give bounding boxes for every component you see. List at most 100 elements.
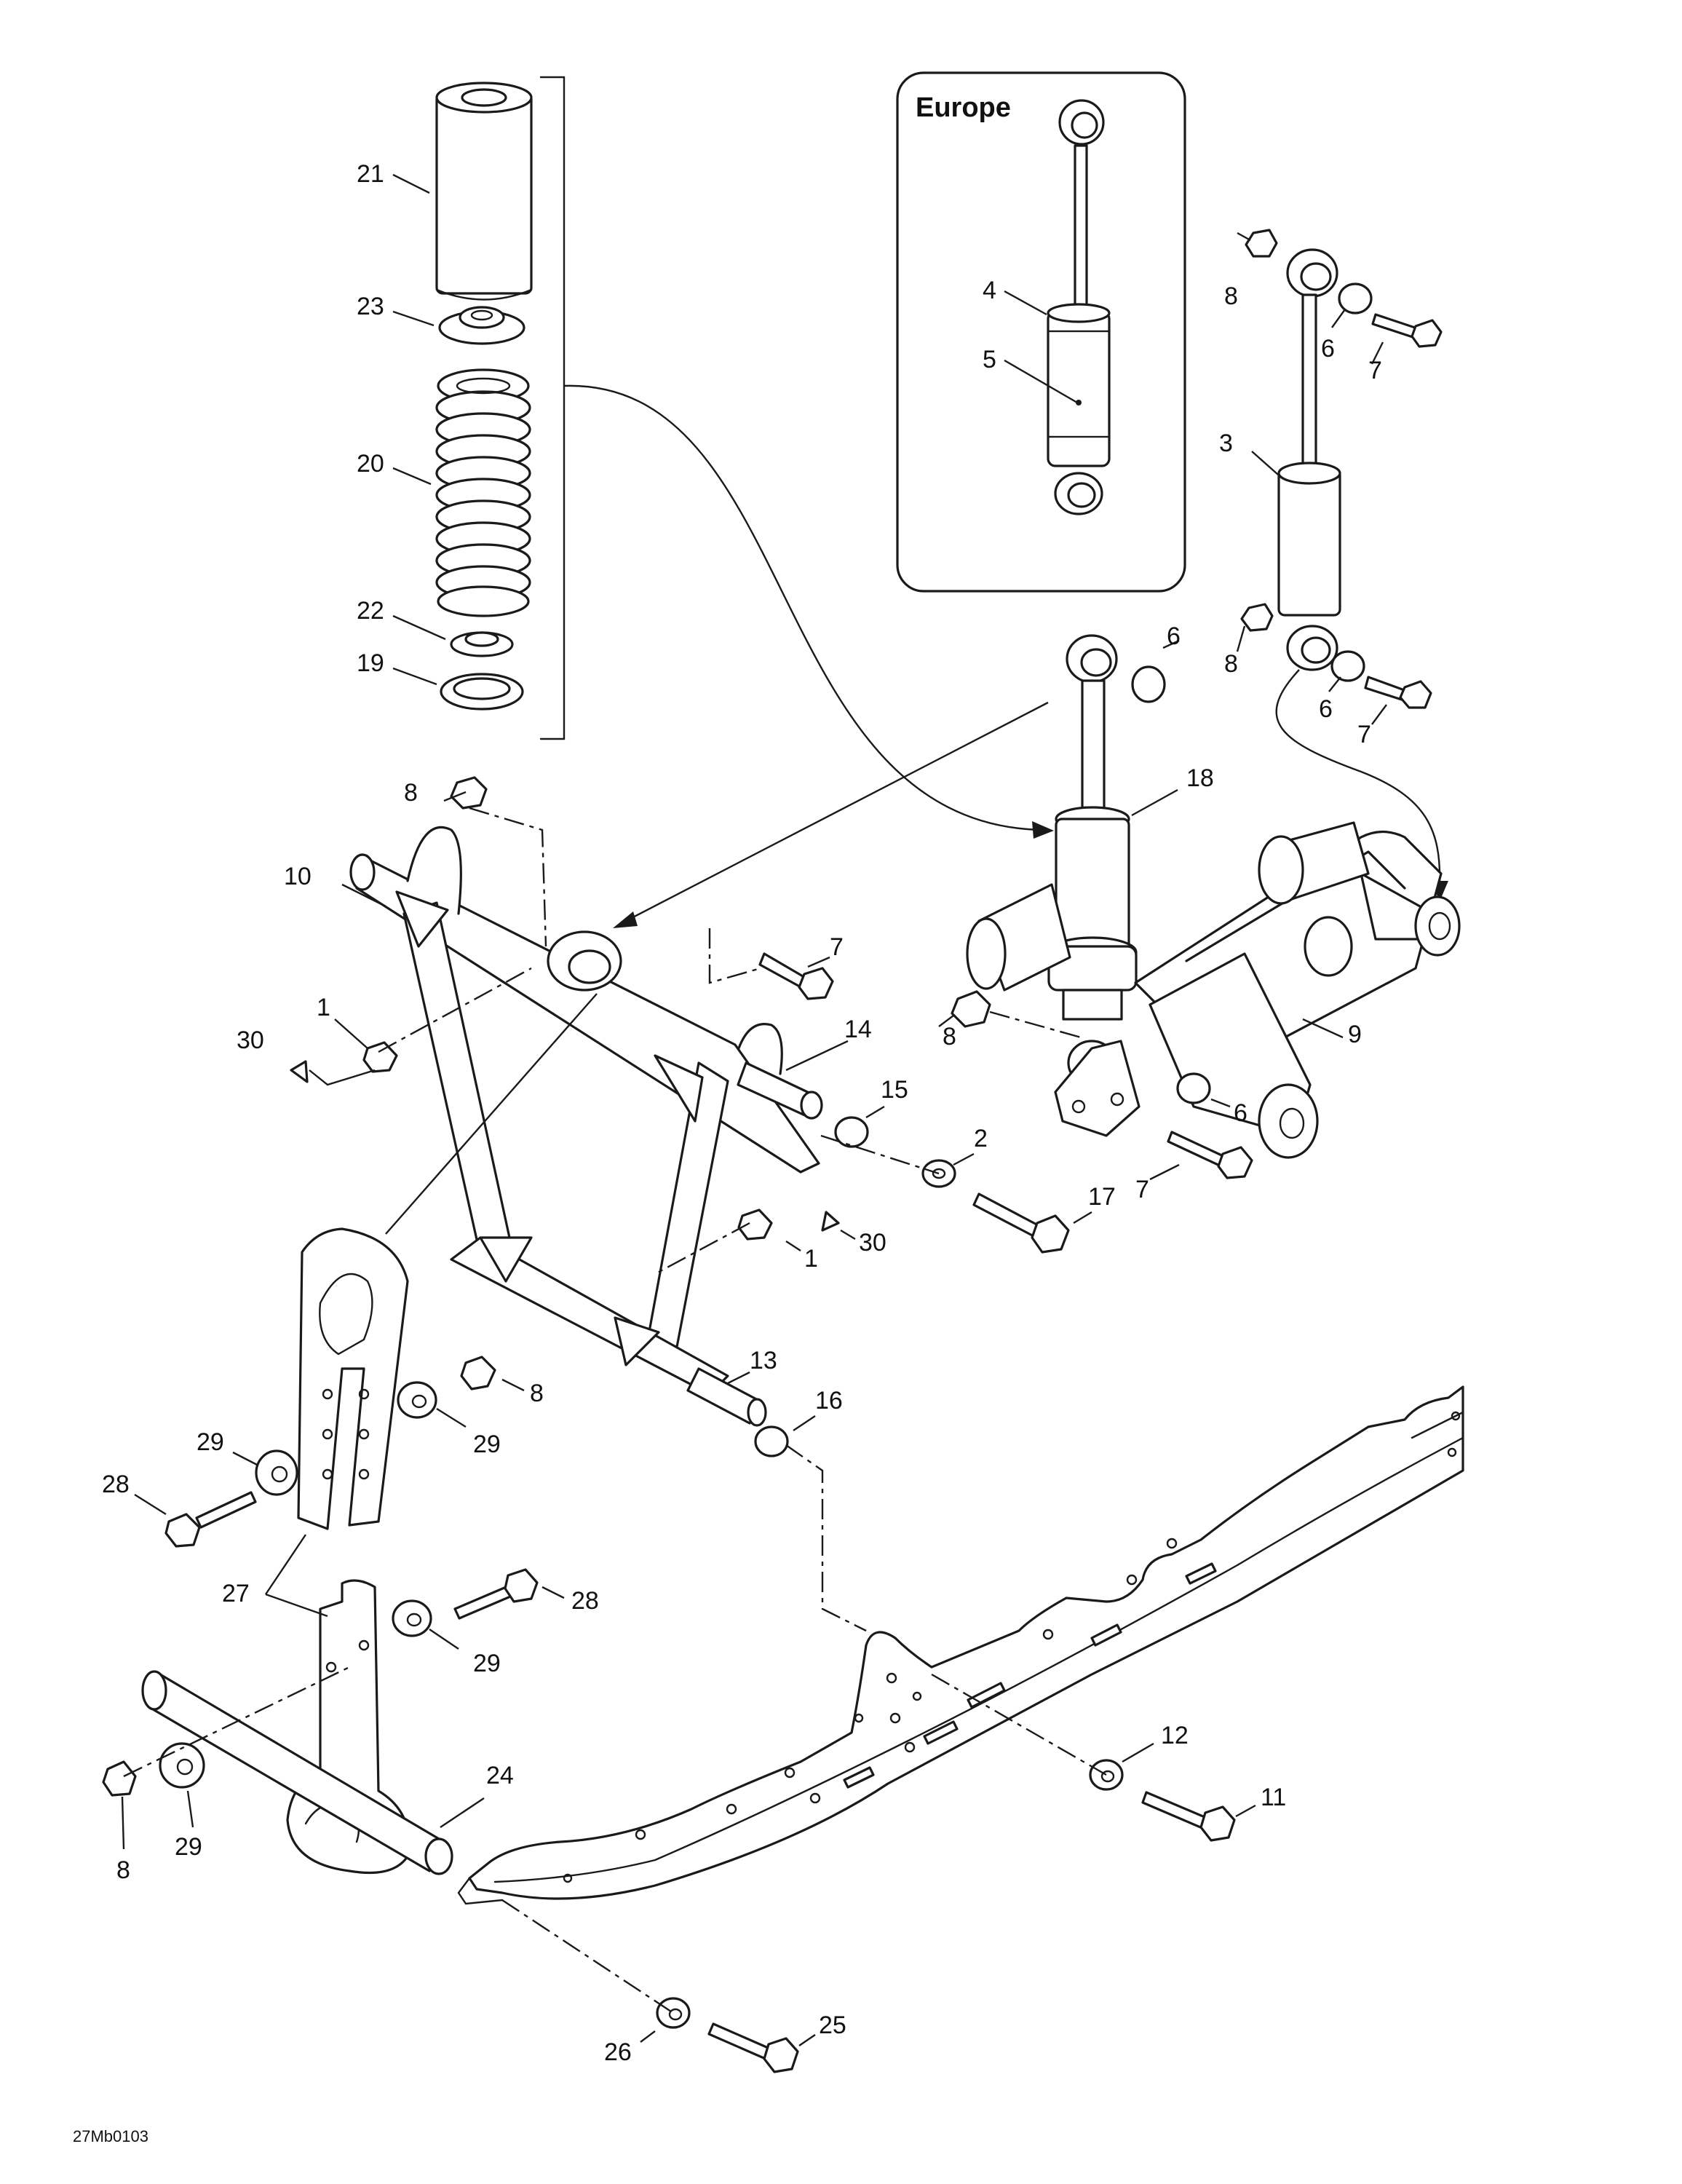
callout-7-shock-bottom: 7 <box>1357 721 1371 748</box>
upper-spring-seat <box>438 306 525 345</box>
bolt-7-right-head <box>1217 1146 1253 1179</box>
grease-fitting-1-left <box>362 1041 398 1073</box>
callout-3: 3 <box>1219 430 1233 457</box>
washer-29-mid <box>392 1599 432 1637</box>
spring-cover <box>435 82 533 301</box>
callout-18: 18 <box>1186 764 1214 792</box>
callout-15: 15 <box>881 1076 908 1104</box>
grease-fitting-1-mid <box>737 1208 773 1241</box>
bolt-28-left-head <box>164 1513 201 1548</box>
bolt-7-top-head <box>1411 319 1443 348</box>
slide-rail: 12 11 26 25 <box>457 1385 1464 2073</box>
europe-inset: Europe 4 5 <box>896 71 1186 593</box>
inset-title: Europe <box>916 92 1011 123</box>
callout-6-shock-top: 6 <box>1321 335 1335 363</box>
callout-29-lower: 29 <box>175 1833 202 1861</box>
bolt-7-arm-head <box>798 967 834 1000</box>
callout-30-left: 30 <box>237 1026 264 1054</box>
bushing-6-top <box>1338 282 1373 314</box>
bushing-6-right <box>1176 1072 1211 1104</box>
figure-code: 27Mb0103 <box>73 2127 148 2145</box>
bolt-11-head <box>1199 1805 1236 1842</box>
callout-29-upper: 29 <box>197 1428 224 1456</box>
callout-26: 26 <box>604 2038 632 2066</box>
callout-1-mid: 1 <box>804 1245 818 1273</box>
bolt-11-shank <box>1141 1791 1210 1830</box>
bolt-17-shank <box>972 1192 1042 1239</box>
callout-14: 14 <box>844 1016 872 1043</box>
callout-8-lower: 8 <box>116 1856 130 1884</box>
callout-23: 23 <box>357 293 384 320</box>
callout-7-right: 7 <box>1135 1176 1149 1203</box>
spring-washer <box>440 673 524 711</box>
callout-28-left: 28 <box>102 1471 130 1498</box>
callout-8-link: 8 <box>530 1380 544 1407</box>
callout-20: 20 <box>357 450 384 478</box>
cap-30-mid <box>821 1211 840 1232</box>
nut-8-link <box>460 1356 496 1390</box>
cap-30-left <box>290 1060 309 1083</box>
callout-30-mid: 30 <box>859 1229 886 1257</box>
shock-absorber-3: 8 6 7 3 8 6 7 <box>1219 229 1448 901</box>
callout-11: 11 <box>1261 1784 1286 1811</box>
assembly-arrow-curve <box>563 384 1042 831</box>
nut-8-top <box>1245 229 1278 258</box>
callout-8-shock-top: 8 <box>1224 282 1238 310</box>
coil-spring <box>435 368 531 617</box>
callout-21: 21 <box>357 160 384 188</box>
spring-stack-group: 21 23 20 22 19 <box>357 76 566 740</box>
bolt-7-right-shank <box>1167 1131 1228 1168</box>
link-assembly: 8 29 29 28 27 28 29 24 29 8 <box>102 1227 599 1884</box>
callout-6-right: 6 <box>1234 1099 1247 1127</box>
callout-10: 10 <box>284 863 312 890</box>
callout-27: 27 <box>222 1580 250 1607</box>
rocker-arm-9: 9 8 6 7 <box>938 821 1461 1203</box>
washer-29-lower <box>159 1742 205 1789</box>
nut-8-bottom <box>1240 603 1274 632</box>
bushing-6-bottom <box>1330 650 1365 682</box>
front-arm-assembly: 8 10 1 30 7 14 15 2 17 1 30 13 16 <box>237 701 1116 1632</box>
bolt-17-head <box>1031 1214 1070 1254</box>
callout-29-mid: 29 <box>473 1650 501 1677</box>
callout-1-left: 1 <box>317 994 330 1021</box>
callout-25: 25 <box>819 2011 846 2039</box>
assembly-line-arm-to-link <box>385 993 598 1235</box>
washer-29-upper <box>255 1449 298 1496</box>
callout-8-shock-bottom: 8 <box>1224 650 1238 678</box>
washer-26 <box>656 1997 691 2029</box>
callout-6-main: 6 <box>1167 622 1181 650</box>
bolt-28-right-head <box>504 1568 539 1603</box>
inset-shock <box>1047 99 1111 515</box>
callout-13: 13 <box>750 1347 777 1374</box>
callout-8-arm: 8 <box>404 779 418 807</box>
callout-7-shock-top: 7 <box>1368 357 1382 384</box>
stack-bracket <box>539 76 566 740</box>
nut-8-lower <box>102 1760 137 1797</box>
callout-24: 24 <box>486 1762 514 1789</box>
callout-12: 12 <box>1161 1722 1189 1749</box>
bolt-25-head <box>763 2037 799 2073</box>
callout-19: 19 <box>357 649 384 677</box>
bushing-16 <box>754 1425 789 1457</box>
callout-16: 16 <box>815 1387 843 1415</box>
bushing-6-main <box>1131 665 1166 703</box>
callout-5: 5 <box>983 346 996 373</box>
callout-9: 9 <box>1348 1021 1362 1048</box>
callout-28-right: 28 <box>571 1587 599 1615</box>
callout-7-arm: 7 <box>830 933 844 961</box>
callout-22: 22 <box>357 597 384 625</box>
nut-8-arm <box>450 776 488 810</box>
nut-8-right <box>951 990 991 1028</box>
arrow-head <box>1032 821 1054 839</box>
bolt-25-shank <box>707 2022 773 2061</box>
washer-29-upper-right <box>397 1381 437 1419</box>
callout-8-right: 8 <box>943 1023 956 1051</box>
callout-29-upper-right: 29 <box>473 1431 501 1458</box>
callout-6-shock-bottom: 6 <box>1319 695 1333 723</box>
bolt-28-left-shank <box>195 1491 257 1529</box>
callout-2: 2 <box>974 1125 988 1152</box>
bolt-28-right-shank <box>453 1584 515 1620</box>
inset-frame <box>896 71 1186 593</box>
bushing-15 <box>834 1116 869 1148</box>
